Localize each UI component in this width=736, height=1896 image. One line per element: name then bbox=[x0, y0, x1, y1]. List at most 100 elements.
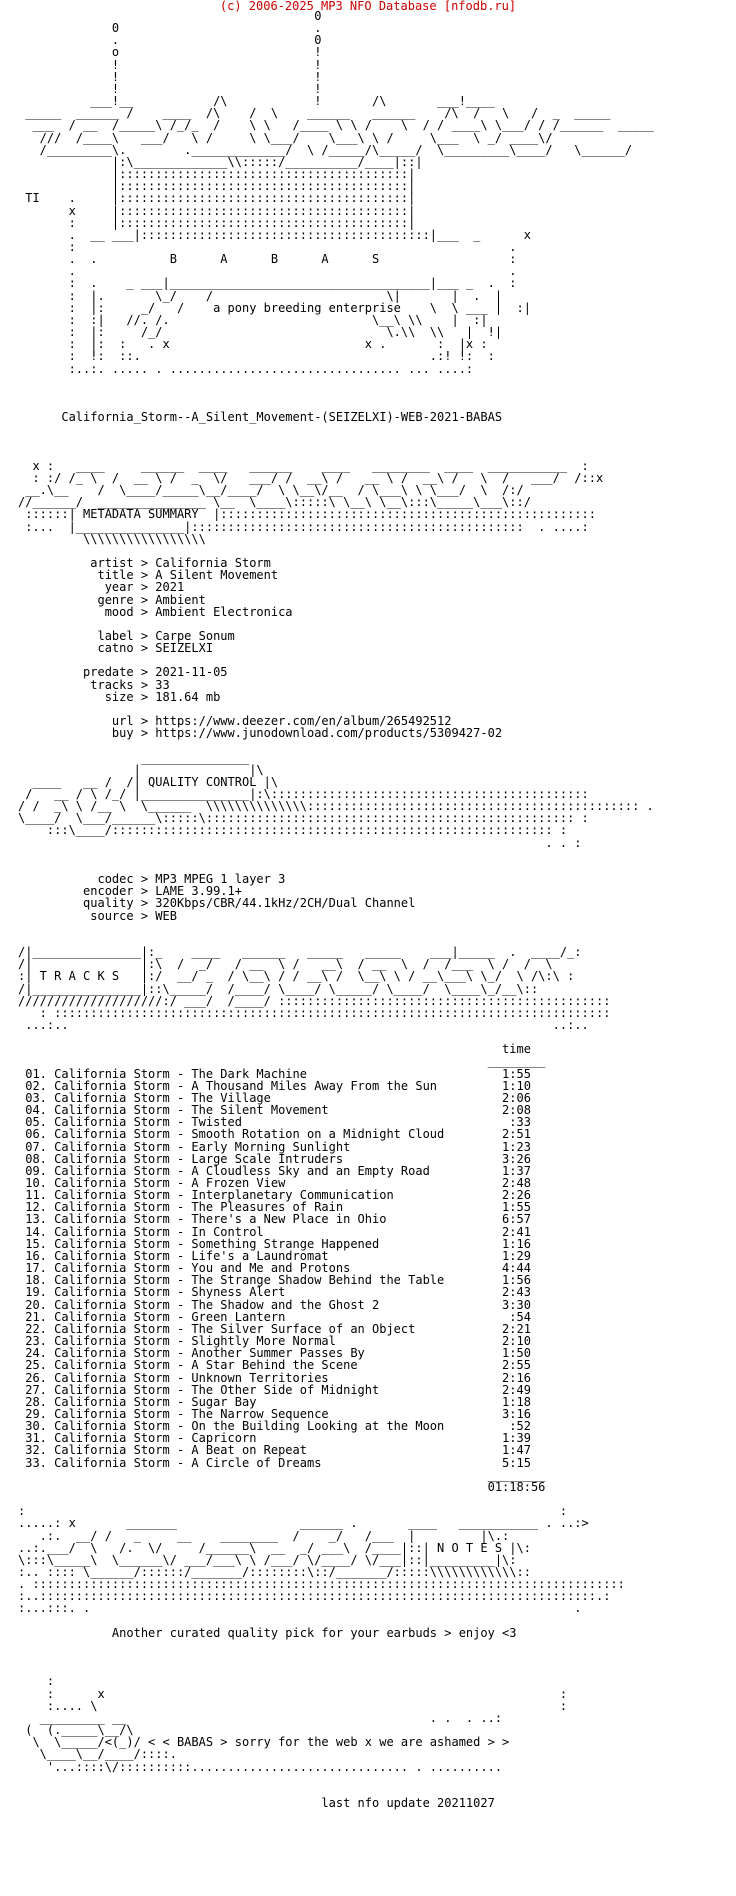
nfo-line: last nfo update 20211027 bbox=[18, 1795, 495, 1810]
nfo-line: : x : bbox=[18, 1686, 568, 1701]
nfo-line: / __ / \ /_/ |_______________|:\::::::::… bbox=[18, 787, 589, 801]
nfo-line: encoder > LAME 3.99.1+ bbox=[18, 884, 242, 899]
nfo-line: 08. California Storm - Large Scale Intru… bbox=[18, 1151, 531, 1166]
nfo-line: 14. California Storm - In Control 2:41 bbox=[18, 1224, 531, 1239]
nfo-line: 12. California Storm - The Pleasures of … bbox=[18, 1200, 531, 1215]
nfo-line: 19. California Storm - Shyness Alert 2:4… bbox=[18, 1285, 531, 1300]
nfo-line: _____ ______ / ____ /\ / \ ______ ______… bbox=[18, 106, 611, 121]
nfo-line: //______/ _______________ \__ \____\::::… bbox=[18, 495, 531, 510]
nfo-line: . . bbox=[18, 264, 517, 279]
nfo-line: 24. California Storm - Another Summer Pa… bbox=[18, 1346, 531, 1361]
nfo-line: ! ! bbox=[18, 69, 322, 84]
nfo-line: : |: /_/ \.\\ \\ | !| bbox=[18, 325, 503, 340]
nfo-line: genre > Ambient bbox=[18, 592, 206, 607]
nfo-line: 13. California Storm - There's a New Pla… bbox=[18, 1212, 531, 1227]
nfo-line: label > Carpe Sonum bbox=[18, 628, 235, 643]
nfo-line: \ \_____/<(_)/ < < BABAS > sorry for the… bbox=[18, 1735, 510, 1750]
nfo-line: 06. California Storm - Smooth Rotation o… bbox=[18, 1127, 531, 1142]
nfo-line: /|_______________|::\_____/ /____/ \____… bbox=[18, 981, 539, 996]
nfo-line: 0 bbox=[18, 9, 322, 23]
nfo-line: ________ bbox=[18, 1467, 546, 1482]
nfo-line: 02. California Storm - A Thousand Miles … bbox=[18, 1078, 531, 1093]
nfo-line: ____ __ / /| QUALITY CONTROL |\ bbox=[18, 774, 279, 789]
nfo-line: 26. California Storm - Unknown Territori… bbox=[18, 1370, 531, 1385]
nfo-line: : ::::::::::::::::::::::::::::::::::::::… bbox=[18, 1005, 611, 1020]
nfo-line: artist > California Storm bbox=[18, 556, 271, 571]
nfo-line: mood > Ambient Electronica bbox=[18, 604, 293, 619]
nfo-line: x : ____ ______ ____ ______ ____ _______… bbox=[18, 458, 589, 473]
nfo-line: : : bbox=[18, 1504, 568, 1519]
nfo-line: predate > 2021-11-05 bbox=[18, 665, 228, 680]
nfo-line: 05. California Storm - Twisted :33 bbox=[18, 1115, 531, 1130]
nfo-line: size > 181.64 mb bbox=[18, 689, 221, 704]
nfo-line: 17. California Storm - You and Me and Pr… bbox=[18, 1261, 531, 1276]
nfo-line: ! ! bbox=[18, 57, 322, 72]
nfo-line: codec > MP3 MPEG 1 layer 3 bbox=[18, 872, 286, 887]
nfo-line: 10. California Storm - A Frozen View 2:4… bbox=[18, 1176, 531, 1190]
nfo-line: 16. California Storm - Life's a Laundrom… bbox=[18, 1248, 531, 1263]
nfo-line: ..:.___/ \ /. \/ /______\ __ _/ ___\ /__… bbox=[18, 1540, 531, 1555]
nfo-line: California_Storm--A_Silent_Movement-(SEI… bbox=[18, 410, 503, 425]
nfo-line: '...::::\/::::::::::....................… bbox=[18, 1759, 503, 1774]
nfo-line: | |\ bbox=[18, 762, 264, 777]
nfo-line: ___!__ /\ ! /\ ___!____ bbox=[18, 94, 495, 109]
nfo-line: . . B A B A S : bbox=[18, 252, 517, 267]
nfo-line: /| |:\ / _/ / __ \ / __\ / __ \ / /___ \… bbox=[18, 957, 553, 972]
nfo-line: buy > https://www.junodownload.com/produ… bbox=[18, 726, 503, 741]
nfo-line: : |: _/ / a pony breeding enterprise \ \… bbox=[18, 300, 531, 315]
nfo-line: 03. California Storm - The Village 2:06 bbox=[18, 1090, 531, 1105]
nfo-line: 21. California Storm - Green Lantern :54 bbox=[18, 1309, 531, 1324]
nfo-line: ( (._____\__/\ bbox=[18, 1723, 503, 1738]
nfo-line: 29. California Storm - The Narrow Sequen… bbox=[18, 1406, 531, 1421]
nfo-line: : . bbox=[18, 239, 517, 254]
nfo-line: 01:18:56 bbox=[18, 1479, 546, 1494]
nfo-line: :::\____/:::::::::::::::::::::::::::::::… bbox=[18, 823, 568, 838]
nfo-line: 22. California Storm - The Silver Surfac… bbox=[18, 1321, 531, 1336]
nfo-line: ! ! bbox=[18, 81, 322, 96]
nfo-line: title > A Silent Movement bbox=[18, 568, 279, 583]
nfo-line: \:::\_____\ \______\/ ___/___\ \ /___/ \… bbox=[18, 1552, 517, 1567]
nfo-line: __.\__ / \____/_____\__/____/ \ \__\/__ … bbox=[18, 483, 524, 498]
nfo-line: . 0 bbox=[18, 33, 322, 48]
nfo-line: :..:. ..... . ..........................… bbox=[18, 361, 474, 376]
nfo-line: ::::::| METADATA SUMMARY |::::::::::::::… bbox=[18, 507, 596, 522]
nfo-line: : |: : . x x . : |x : bbox=[18, 337, 488, 352]
nfo-line: _______________ bbox=[18, 750, 250, 765]
nfo-line: o ! bbox=[18, 45, 322, 60]
nfo-line: 23. California Storm - Slightly More Nor… bbox=[18, 1334, 531, 1349]
nfo-line: \____\__/____/::::. bbox=[18, 1747, 177, 1762]
nfo-line: . . : bbox=[18, 835, 582, 850]
nfo-line: 07. California Storm - Early Morning Sun… bbox=[18, 1139, 531, 1154]
nfo-line: tracks > 33 bbox=[18, 677, 170, 692]
nfo-line: 11. California Storm - Interplanetary Co… bbox=[18, 1188, 531, 1203]
nfo-line: 15. California Storm - Something Strange… bbox=[18, 1236, 531, 1251]
nfo-line: /// /____\ ___/ \ / \ \___/ \___\ \ / \_… bbox=[18, 130, 553, 145]
nfo-line: x |:::::::::::::::::::::::::::::::::::::… bbox=[18, 203, 416, 218]
nfo-line: year > 2021 bbox=[18, 580, 185, 595]
nfo-line: 18. California Storm - The Strange Shado… bbox=[18, 1273, 531, 1288]
nfo-line: :.. :::: \______/::::::/_______/::::::::… bbox=[18, 1565, 531, 1579]
nfo-line: Another curated quality pick for your ea… bbox=[18, 1625, 517, 1640]
nfo-line: . ::::::::::::::::::::::::::::::::::::::… bbox=[18, 1577, 625, 1592]
nfo-line: .....: x _______ ______ . ____ _________… bbox=[18, 1516, 589, 1531]
nfo-line: ...:.. ..:.. bbox=[18, 1017, 589, 1032]
nfo-line: : . _ ___|______________________________… bbox=[18, 276, 517, 291]
nfo-line: 28. California Storm - Sugar Bay 1:18 bbox=[18, 1394, 531, 1409]
nfo-line: . __ ___|:::::::::::::::::::::::::::::::… bbox=[18, 227, 531, 242]
nfo-line: : |. \_/ / \| | . | bbox=[18, 288, 503, 303]
nfo-line: 0 . bbox=[18, 21, 322, 36]
site-header: (c) 2006-2025 MP3 NFO Database [nfodb.ru… bbox=[219, 0, 517, 13]
nfo-line: / / _\ \ /__ \ \______ \\\\\\\\\\\\\\:::… bbox=[18, 799, 654, 814]
nfo-line: 30. California Storm - On the Building L… bbox=[18, 1419, 531, 1434]
nfo-line: ________ bbox=[18, 1054, 546, 1069]
nfo-line: ////////////////////:/ ___/ /____/ :::::… bbox=[18, 993, 611, 1008]
nfo-line: 04. California Storm - The Silent Moveme… bbox=[18, 1103, 531, 1118]
nfo-line: :..:::::::::::::::::::::::::::::::::::::… bbox=[18, 1589, 611, 1604]
nfo-line: quality > 320Kbps/CBR/44.1kHz/2CH/Dual C… bbox=[18, 896, 416, 911]
nfo-line: : !: ::. .:! !: : bbox=[18, 349, 495, 364]
nfo-line: 09. California Storm - A Cloudless Sky a… bbox=[18, 1163, 531, 1178]
nfo-text-block: 0 0 . . 0 o ! ! ! ! bbox=[18, 10, 654, 1809]
nfo-line: .:. __/ / _ __ ________ / _/ /___ | |\.: bbox=[18, 1528, 510, 1543]
nfo-line: :| T R A C K S |:/ __/ _ / \__\ / / __\ … bbox=[18, 969, 575, 984]
nfo-line: : |:::::::::::::::::::::::::::::::::::::… bbox=[18, 215, 416, 230]
